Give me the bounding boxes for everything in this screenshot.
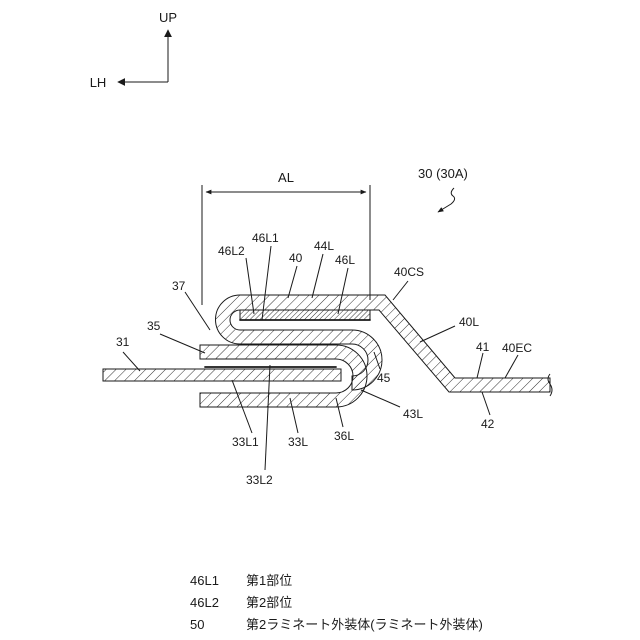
label-40CS: 40CS	[394, 265, 424, 279]
assembly-label-group: 30 (30A)	[418, 166, 468, 212]
assembly-pointer	[438, 188, 455, 212]
label-37: 37	[172, 279, 186, 293]
label-43L: 43L	[403, 407, 423, 421]
label-40EC: 40EC	[502, 341, 532, 355]
assembly-label: 30 (30A)	[418, 166, 468, 181]
dimension-label: AL	[278, 170, 294, 185]
label-35: 35	[147, 319, 161, 333]
label-41: 41	[476, 340, 490, 354]
layer-44L	[240, 310, 370, 320]
legend-row: 46L1第1部位	[190, 570, 292, 589]
electrode-tab-31	[103, 369, 341, 381]
legend-row: 46L2第2部位	[190, 592, 292, 611]
legend-text: 第2ラミネート外装体(ラミネート外装体)	[246, 617, 483, 632]
label-46L2: 46L2	[218, 244, 245, 258]
label-46L: 46L	[335, 253, 355, 267]
label-44L: 44L	[314, 239, 334, 253]
label-33L: 33L	[288, 435, 308, 449]
label-46L1: 46L1	[252, 231, 279, 245]
legend-code: 46L1	[190, 573, 246, 588]
legend-text: 第2部位	[246, 595, 292, 610]
label-36L: 36L	[334, 429, 354, 443]
legend-row: 50第2ラミネート外装体(ラミネート外装体)	[190, 614, 483, 633]
lh-label: LH	[90, 75, 107, 90]
label-40L: 40L	[459, 315, 479, 329]
label-33L2: 33L2	[246, 473, 273, 487]
legend-text: 第1部位	[246, 573, 292, 588]
legend-code: 50	[190, 617, 246, 632]
label-31: 31	[116, 335, 130, 349]
label-42: 42	[481, 417, 495, 431]
up-label: UP	[159, 10, 177, 25]
label-40: 40	[289, 251, 303, 265]
legend-code: 46L2	[190, 595, 246, 610]
label-45: 45	[377, 371, 391, 385]
label-33L1: 33L1	[232, 435, 259, 449]
direction-axes: UP LH	[90, 10, 177, 90]
